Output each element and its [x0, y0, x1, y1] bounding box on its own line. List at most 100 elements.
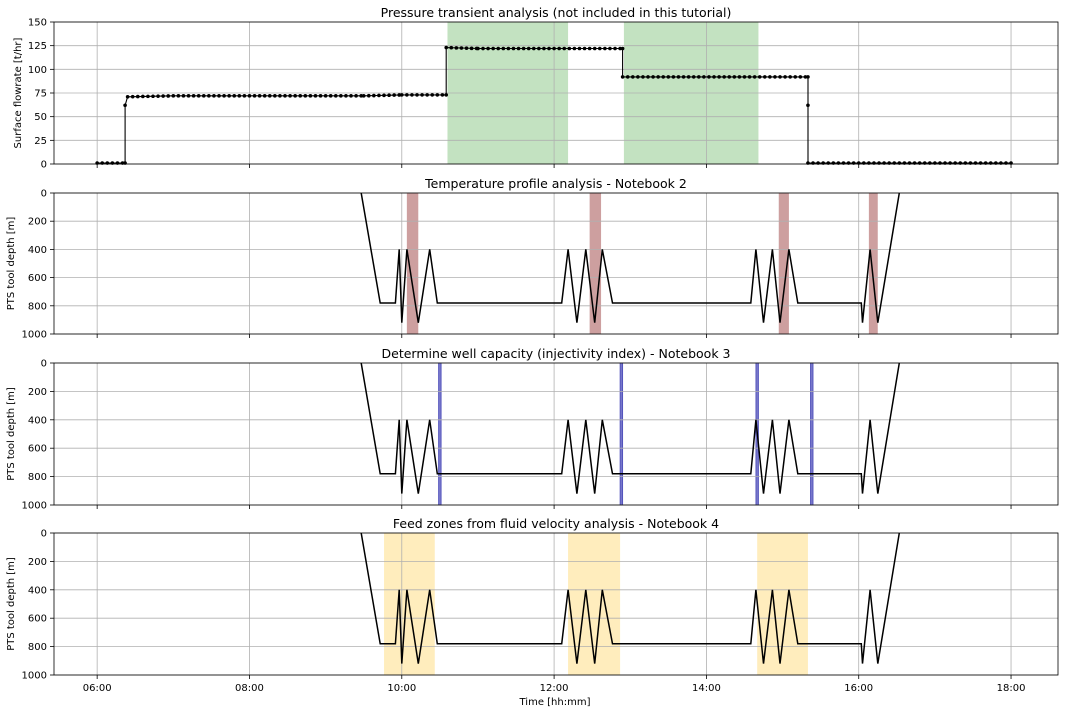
data-point [656, 75, 660, 79]
data-point [768, 75, 772, 79]
data-point [308, 94, 313, 98]
data-point [757, 75, 762, 79]
data-point [592, 46, 597, 51]
data-point [186, 94, 191, 98]
data-point [420, 93, 424, 97]
data-point [449, 45, 454, 50]
data-point [392, 93, 396, 97]
data-point [552, 46, 556, 51]
data-point [717, 75, 721, 79]
data-point [123, 103, 127, 108]
data-point [666, 75, 671, 79]
data-point [313, 94, 318, 98]
data-point [636, 75, 640, 79]
data-point [620, 75, 625, 79]
data-point [671, 75, 676, 79]
data-point [747, 75, 752, 79]
y-tick-label: 100 [28, 65, 47, 76]
data-point [597, 46, 602, 51]
data-point [547, 46, 551, 51]
panel-title: Feed zones from fluid velocity analysis … [393, 516, 719, 531]
data-point [521, 46, 526, 51]
data-point [166, 94, 171, 98]
y-tick-label: 800 [28, 472, 47, 483]
data-point [171, 94, 176, 98]
data-point [625, 75, 630, 79]
data-point [361, 94, 366, 98]
shaded-region [438, 362, 442, 506]
data-point [572, 46, 577, 51]
data-point [382, 93, 386, 98]
data-point [587, 46, 592, 51]
data-point [181, 94, 186, 98]
data-point [651, 75, 655, 79]
data-point [582, 46, 587, 51]
y-tick-label: 600 [28, 614, 47, 625]
x-tick-label: 06:00 [83, 683, 112, 694]
data-point [415, 93, 419, 97]
data-point [803, 75, 808, 79]
data-point [806, 103, 810, 108]
data-point [806, 75, 810, 79]
data-point [773, 75, 777, 79]
data-point [444, 45, 449, 50]
data-point [372, 93, 376, 98]
data-point [262, 94, 267, 98]
data-point [130, 94, 135, 99]
data-point [303, 94, 308, 98]
data-point [557, 46, 561, 51]
data-point [201, 94, 206, 98]
data-point [562, 46, 567, 51]
y-tick-label: 400 [28, 245, 47, 256]
panel-title: Pressure transient analysis (not include… [381, 5, 732, 20]
data-point [359, 94, 363, 98]
data-point [323, 94, 328, 98]
x-tick-label: 18:00 [997, 683, 1026, 694]
data-point [435, 93, 440, 97]
data-point [397, 93, 402, 97]
data-point [737, 75, 742, 79]
y-tick-label: 150 [28, 18, 47, 29]
y-tick-label: 200 [28, 387, 47, 398]
data-point [196, 94, 201, 98]
data-point [476, 46, 480, 51]
data-point [618, 46, 622, 51]
panel-title: Temperature profile analysis - Notebook … [424, 176, 687, 191]
x-axis-label: Time [hh:mm] [519, 697, 591, 708]
data-point [459, 46, 464, 50]
x-tick-label: 10:00 [387, 683, 416, 694]
y-tick-label: 75 [34, 89, 47, 100]
data-point [788, 75, 792, 79]
data-point [793, 75, 798, 79]
y-tick-label: 50 [34, 112, 47, 123]
y-tick-label: 1000 [22, 671, 47, 682]
shaded-region [406, 193, 419, 334]
data-point [283, 94, 287, 98]
data-point [237, 94, 242, 98]
data-point [613, 46, 617, 51]
data-point [783, 75, 787, 79]
data-point [222, 94, 226, 98]
x-tick-label: 12:00 [540, 683, 569, 694]
data-point [537, 46, 541, 51]
data-point [141, 94, 145, 99]
shaded-region [810, 362, 814, 506]
shaded-region [568, 533, 621, 675]
data-point [161, 94, 165, 98]
data-point [232, 94, 237, 98]
data-point [191, 94, 196, 98]
y-tick-label: 600 [28, 444, 47, 455]
data-point [481, 46, 485, 51]
data-point [501, 46, 506, 51]
data-point [752, 75, 757, 79]
data-point [727, 75, 732, 79]
data-point [661, 75, 666, 79]
data-point [125, 94, 130, 99]
shaded-region [589, 193, 602, 334]
data-point [676, 75, 681, 79]
data-point [511, 46, 516, 51]
data-point [486, 46, 490, 51]
series-line [360, 193, 901, 323]
